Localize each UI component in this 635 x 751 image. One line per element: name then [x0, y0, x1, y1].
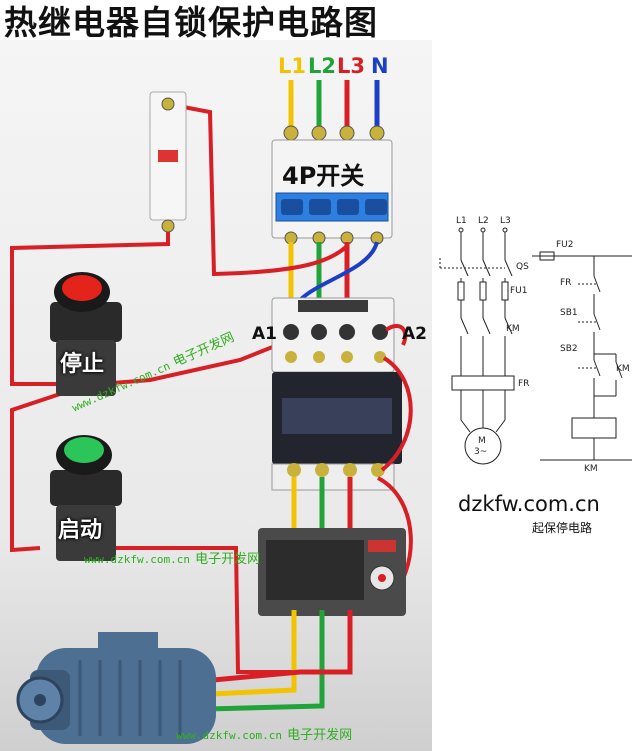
a2-jumper: [384, 324, 408, 346]
sch-label-l3: L3: [500, 216, 511, 226]
sch-label-fu2: FU2: [556, 240, 574, 250]
sch-label-l1: L1: [456, 216, 467, 226]
sch-label-motor: M: [478, 436, 486, 446]
terminal-a1: A1: [252, 324, 277, 344]
phase-label-l2: L2: [308, 54, 336, 78]
start-button: [50, 435, 122, 561]
start-to-contactor-wire: [90, 546, 300, 674]
l2-to-motor: [169, 610, 325, 713]
wiring-illustration: [10, 80, 413, 744]
sch-label-motor-phase: 3~: [474, 447, 488, 457]
aux-contact-jumper: [380, 356, 413, 472]
sch-label-fu1: FU1: [510, 286, 528, 296]
phase-label-l3: L3: [337, 54, 365, 78]
terminal-a2: A2: [402, 324, 427, 344]
switch-top-terminals: [283, 125, 385, 141]
phase-label-l1: L1: [278, 54, 306, 78]
sch-label-km-aux: KM: [616, 364, 630, 374]
contactor-top-terminals: [283, 324, 388, 363]
contactor-bottom-terminals: [287, 463, 385, 477]
watermark-3: www.dzkfw.com.cn 电子开发网: [176, 728, 353, 743]
stop-to-contactor-wire: [99, 338, 291, 386]
sch-label-l2: L2: [478, 216, 489, 226]
control-wire-left: [10, 232, 170, 386]
stop-button-label: 停止: [60, 352, 105, 377]
l3-to-motor: [169, 610, 353, 687]
sch-label-fr-ctrl: FR: [560, 278, 572, 288]
switch-label: 4P开关: [282, 162, 365, 190]
diagram-caption: 起保停电路: [532, 521, 593, 535]
stop-button: [50, 272, 122, 396]
sch-label-sb1: SB1: [560, 308, 578, 318]
sch-label-fr-main: FR: [518, 379, 530, 389]
page-title: 热继电器自锁保护电路图: [4, 3, 378, 42]
phase-label-n: N: [371, 54, 389, 78]
sch-label-km-main: KM: [506, 324, 520, 334]
sch-label-qs: QS: [516, 262, 529, 272]
l3-to-breaker: [177, 104, 349, 277]
watermark-2: www.dzkfw.com.cn 电子开发网: [84, 552, 261, 567]
sch-label-sb2: SB2: [560, 344, 578, 354]
motor: [16, 632, 216, 744]
stop-to-start-wire: [10, 392, 61, 553]
site-url: dzkfw.com.cn: [458, 492, 600, 516]
sch-label-km-coil: KM: [584, 464, 598, 474]
start-button-label: 启动: [58, 518, 103, 543]
